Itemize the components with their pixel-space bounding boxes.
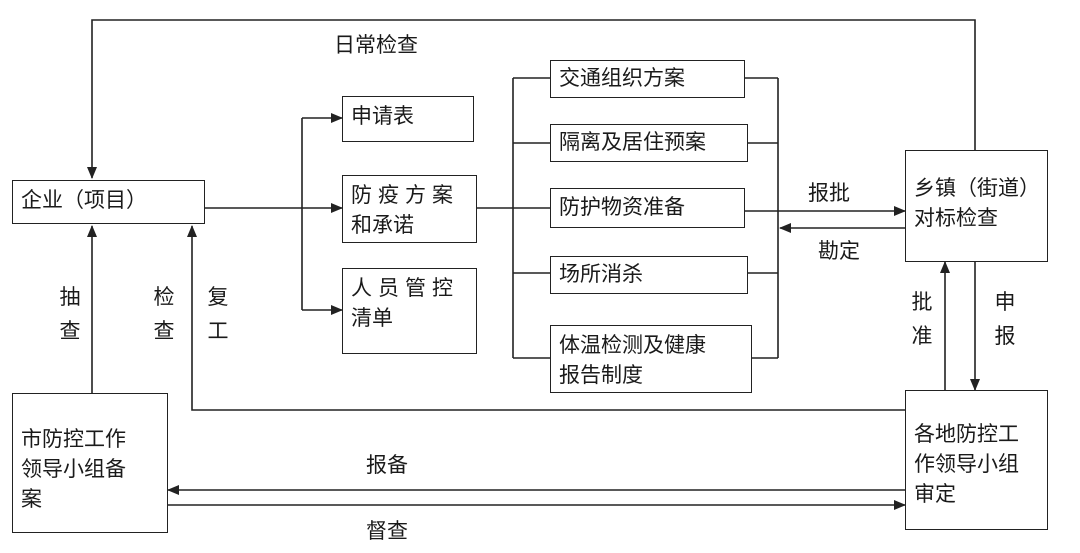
node-personnel-line1: 人员管控 bbox=[351, 276, 459, 300]
node-epidemic-plan-line2: 和承诺 bbox=[351, 213, 414, 237]
label-declare-char2: 报 bbox=[994, 324, 1016, 348]
node-traffic-plan-label: 交通组织方案 bbox=[559, 66, 685, 90]
edge-inspect-resume bbox=[187, 225, 905, 411]
label-report-approve: 报批 bbox=[808, 181, 850, 205]
node-city-leading-group: 市防控工作 领导小组备 案 bbox=[12, 393, 168, 533]
label-spot-check-char2: 查 bbox=[59, 319, 81, 343]
node-temperature-line1: 体温检测及健康 bbox=[559, 333, 706, 357]
node-township-line2: 对标检查 bbox=[914, 206, 998, 230]
label-resume-work: 复 工 bbox=[206, 280, 230, 348]
node-local-group-line2: 作领导小组 bbox=[914, 452, 1019, 476]
label-approve-char2: 准 bbox=[911, 324, 933, 348]
node-site-disinfection-label: 场所消杀 bbox=[559, 262, 643, 286]
node-protective-supplies: 防护物资准备 bbox=[550, 188, 745, 228]
node-city-group-line3: 案 bbox=[21, 487, 42, 511]
label-approve-char1: 批 bbox=[911, 290, 933, 314]
label-daily-check: 日常检查 bbox=[334, 33, 418, 57]
node-application-form-label: 申请表 bbox=[351, 104, 414, 128]
label-supervise: 督查 bbox=[366, 519, 408, 543]
node-local-group-line3: 审定 bbox=[914, 482, 956, 506]
node-protective-supplies-label: 防护物资准备 bbox=[559, 195, 685, 219]
node-township-line1: 乡镇（街道） bbox=[914, 176, 1040, 200]
node-city-group-line2: 领导小组备 bbox=[21, 457, 126, 481]
node-isolation-plan: 隔离及居住预案 bbox=[550, 124, 748, 162]
node-temperature-line2: 报告制度 bbox=[559, 363, 643, 387]
node-township-check: 乡镇（街道） 对标检查 bbox=[905, 150, 1048, 262]
node-personnel-line2: 清单 bbox=[351, 306, 393, 330]
node-city-group-line1: 市防控工作 bbox=[21, 427, 126, 451]
node-temperature-system: 体温检测及健康 报告制度 bbox=[550, 325, 752, 393]
node-site-disinfection: 场所消杀 bbox=[550, 256, 748, 294]
label-declare-char1: 申 bbox=[994, 290, 1016, 314]
node-local-group-line1: 各地防控工 bbox=[914, 422, 1019, 446]
node-epidemic-plan: 防疫方案 和承诺 bbox=[342, 175, 477, 243]
edge-daily-check bbox=[87, 19, 976, 179]
node-local-leading-group: 各地防控工 作领导小组 审定 bbox=[905, 390, 1048, 530]
label-inspect-char2: 查 bbox=[153, 319, 175, 343]
node-enterprise: 企业（项目） bbox=[12, 180, 205, 224]
node-application-form: 申请表 bbox=[342, 96, 474, 142]
label-inspect-char1: 检 bbox=[153, 285, 175, 309]
node-personnel-list: 人员管控 清单 bbox=[342, 268, 477, 354]
label-survey-confirm: 勘定 bbox=[818, 239, 860, 263]
label-spot-check-char1: 抽 bbox=[59, 285, 81, 309]
label-inspect: 检 查 bbox=[152, 280, 176, 348]
label-approve: 批 准 bbox=[910, 285, 934, 353]
label-resume-work-char1: 复 bbox=[207, 285, 229, 309]
label-spot-check: 抽 查 bbox=[58, 280, 82, 348]
label-file-report: 报备 bbox=[366, 453, 408, 477]
node-isolation-plan-label: 隔离及居住预案 bbox=[559, 130, 706, 154]
node-epidemic-plan-line1: 防疫方案 bbox=[351, 183, 459, 207]
node-traffic-plan: 交通组织方案 bbox=[550, 60, 745, 98]
label-resume-work-char2: 工 bbox=[207, 319, 229, 343]
node-enterprise-label: 企业（项目） bbox=[21, 188, 147, 212]
label-declare: 申 报 bbox=[993, 285, 1017, 353]
